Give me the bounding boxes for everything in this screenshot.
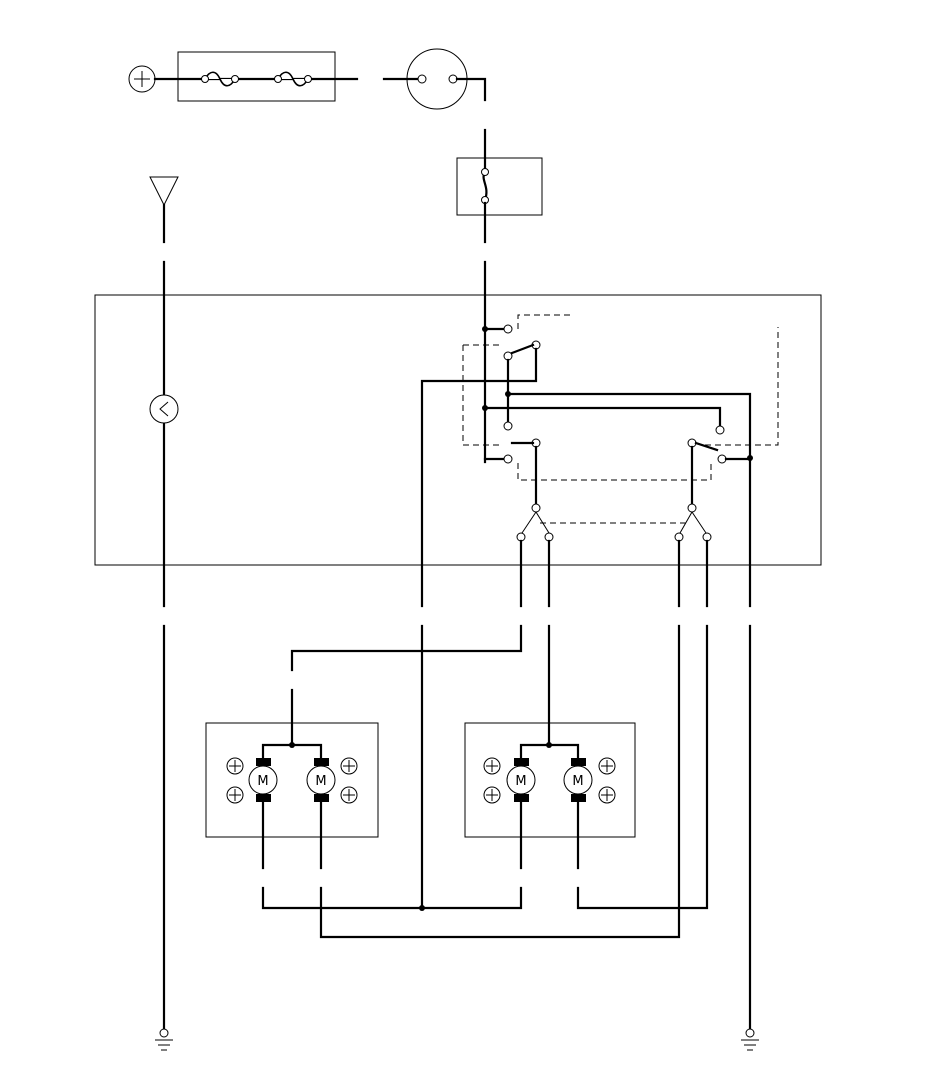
- fuse-icon: [277, 71, 309, 87]
- ground-icon: [155, 1028, 173, 1051]
- control-module: [94, 294, 822, 566]
- fuse-icon: [204, 71, 236, 87]
- screw-icon: [340, 757, 358, 775]
- motor-label: M: [572, 774, 583, 789]
- screw-icon: [483, 757, 501, 775]
- motor-label: M: [257, 774, 268, 789]
- ground-icon: [741, 1028, 759, 1051]
- right-motor-assembly: M M: [464, 722, 636, 870]
- circuit-breaker: [456, 157, 543, 216]
- left-motor-assembly: M M: [205, 722, 379, 870]
- motor-icon: [506, 765, 536, 795]
- motor-label: M: [315, 774, 326, 789]
- screw-icon: [598, 757, 616, 775]
- ignition-switch-icon: [382, 48, 487, 110]
- antenna-icon: [149, 176, 179, 244]
- screw-icon: [226, 757, 244, 775]
- connector-icon: [149, 394, 179, 424]
- screw-icon: [340, 786, 358, 804]
- motor-icon: [306, 765, 336, 795]
- motor-icon: [563, 765, 593, 795]
- screw-icon: [598, 786, 616, 804]
- screw-icon: [483, 786, 501, 804]
- motor-icon: [248, 765, 278, 795]
- breaker-icon: [482, 170, 488, 202]
- fuse-block: [153, 51, 359, 102]
- battery-positive-icon: [128, 65, 156, 93]
- motor-label: M: [515, 774, 526, 789]
- screw-icon: [226, 786, 244, 804]
